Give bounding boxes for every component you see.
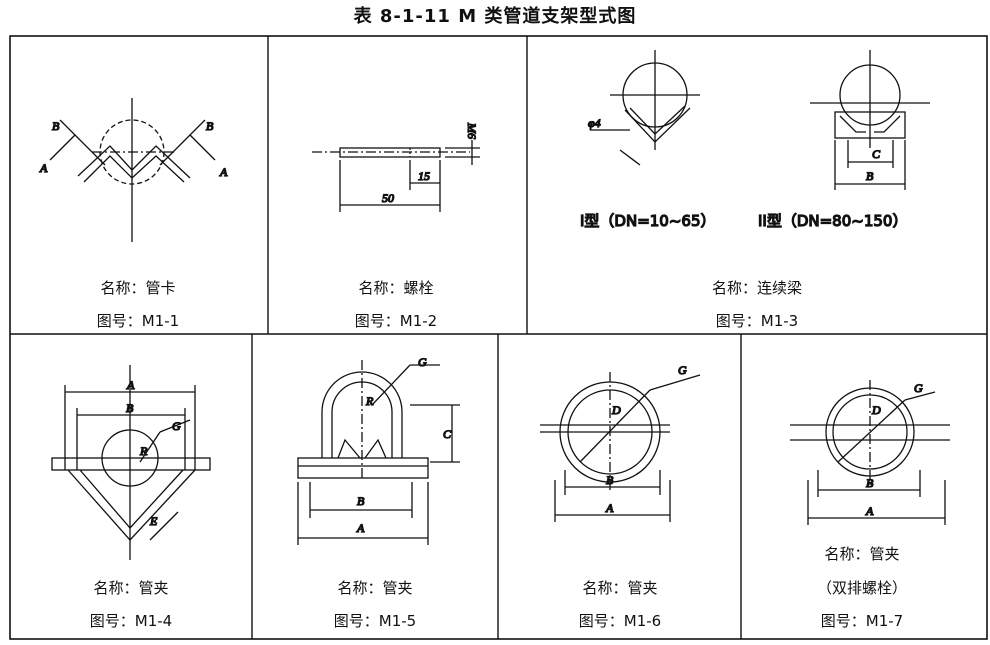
dimension-label: A [39,161,48,175]
cell-m1-3-figure: 图号：M1-3 [715,312,799,330]
dimension-label: B [126,401,134,415]
table-title: 表 8-1-11 M 类管道支架型式图 [353,6,637,27]
dimension-label: B [606,473,614,487]
dimension-label: 50 [382,191,394,205]
cell-m1-2-figure: 图号：M1-2 [354,312,438,330]
cell-m1-1-figure: 图号：M1-1 [96,312,180,330]
diagram-m1-3: φ4 C B I型（DN=10~65） II型（DN=80~150） [579,50,930,231]
dimension-label: D [611,403,621,417]
dimension-label: φ4 [588,116,601,130]
dimension-label: G [172,419,181,433]
dimension-label: B [52,119,60,133]
dimension-label: D [871,403,881,417]
cell-m1-7-note: （双排螺栓） [816,579,908,597]
diagram-m1-5: G R C B A [297,354,460,545]
dimension-label: B [866,476,874,490]
diagram-m1-2: M6 15 50 [312,121,480,212]
diagram-m1-4: A B G R E [51,365,211,560]
dimension-label: C [443,427,452,441]
cell-m1-5-name: 名称：管夹 [337,579,413,597]
dimension-label: G [914,381,923,395]
diagram-m1-1: B A B A [38,98,229,242]
cell-m1-4-name: 名称：管夹 [93,579,169,597]
dimension-label: C [872,147,881,161]
cell-m1-5-figure: 图号：M1-5 [333,612,417,630]
dimension-label: R [365,394,374,408]
dimension-label: M6 [465,122,479,139]
dimension-label: R [139,444,148,458]
cell-m1-7-figure: 图号：M1-7 [820,612,904,630]
cell-m1-3-name: 名称：连续梁 [711,279,803,297]
dimension-label: B [206,119,214,133]
diagram-m1-7: G D B A [790,380,950,525]
dimension-label: B [357,494,365,508]
dimension-label: G [678,363,687,377]
table-grid [9,35,988,640]
cell-m1-6-figure: 图号：M1-6 [578,612,662,630]
dimension-label: B [866,169,874,183]
dimension-label: E [149,514,158,528]
dimension-label: A [219,165,228,179]
dimension-label: A [126,378,135,392]
cell-m1-7-name: 名称：管夹 [824,545,900,563]
cell-m1-2-name: 名称：螺栓 [358,279,434,297]
cell-m1-6-name: 名称：管夹 [582,579,658,597]
dimension-label: A [865,504,874,518]
cell-m1-1-name: 名称：管卡 [100,279,176,297]
dimension-label: I型（DN=10~65） [580,212,716,230]
cell-m1-4-figure: 图号：M1-4 [89,612,173,630]
dimension-label: 15 [418,169,430,183]
dimension-label: G [418,355,427,369]
dimension-label: II型（DN=80~150） [758,212,907,230]
dimension-label: A [356,521,365,535]
dimension-label: A [605,501,614,515]
diagram-m1-6: G D B A [540,362,701,522]
